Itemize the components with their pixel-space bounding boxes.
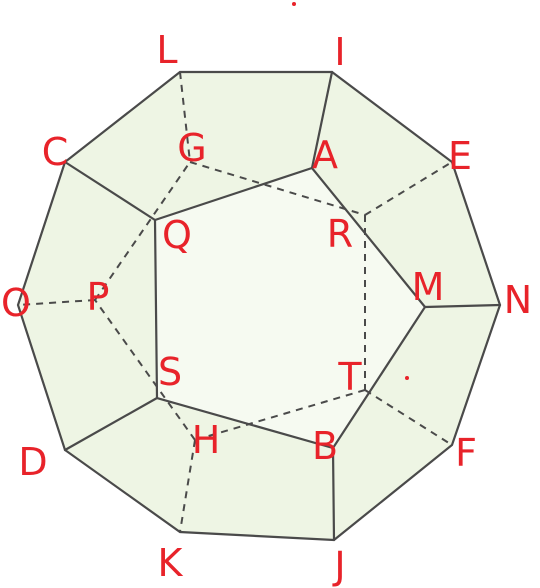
hidden-edge-T-H	[194, 389, 366, 441]
vertex-label-F: F	[455, 431, 477, 475]
hidden-edges	[17, 71, 453, 533]
vertex-label-T: T	[337, 355, 362, 399]
front-pentagon-fill	[155, 168, 425, 448]
edge-B-J	[331, 446, 336, 542]
edge-S-D	[63, 396, 159, 452]
hidden-edge-T-F	[364, 389, 453, 446]
vertex-label-H: H	[192, 418, 221, 462]
vertex-label-M: M	[412, 265, 445, 309]
vertex-label-K: K	[158, 541, 184, 585]
vertex-label-B: B	[312, 424, 338, 468]
front-pentagon	[153, 166, 427, 450]
hidden-edge-G-R	[189, 161, 366, 216]
hidden-edge-H-P	[94, 299, 196, 441]
edge-C-Q	[63, 160, 157, 222]
edge-I-A	[310, 70, 334, 170]
vertex-label-R: R	[327, 212, 353, 256]
vertex-label-S: S	[158, 350, 182, 394]
hidden-edge-R-E	[364, 161, 453, 216]
hidden-edge-L-G	[179, 71, 191, 163]
vertex-label-G: G	[177, 126, 206, 170]
stray-dot-right	[405, 376, 409, 380]
vertex-labels: L I C G A E Q R O P M N S T D H B F K J	[1, 28, 532, 588]
vertex-label-N: N	[504, 278, 532, 322]
vertex-label-A: A	[312, 133, 338, 177]
vertex-label-Q: Q	[162, 213, 192, 257]
vertex-label-D: D	[18, 440, 47, 484]
vertex-label-E: E	[448, 134, 472, 178]
vertex-label-C: C	[42, 130, 69, 174]
vertex-label-O: O	[1, 281, 31, 325]
vertex-label-J: J	[332, 544, 345, 588]
visible-edges	[16, 70, 502, 542]
hidden-edge-H-K	[179, 439, 196, 533]
vertex-label-P: P	[87, 275, 110, 319]
vertex-label-L: L	[156, 28, 177, 72]
hidden-edge-P-G	[94, 161, 191, 301]
vertex-label-I: I	[334, 30, 345, 74]
edge-M-N	[423, 303, 502, 309]
stray-dot-top	[292, 2, 296, 6]
